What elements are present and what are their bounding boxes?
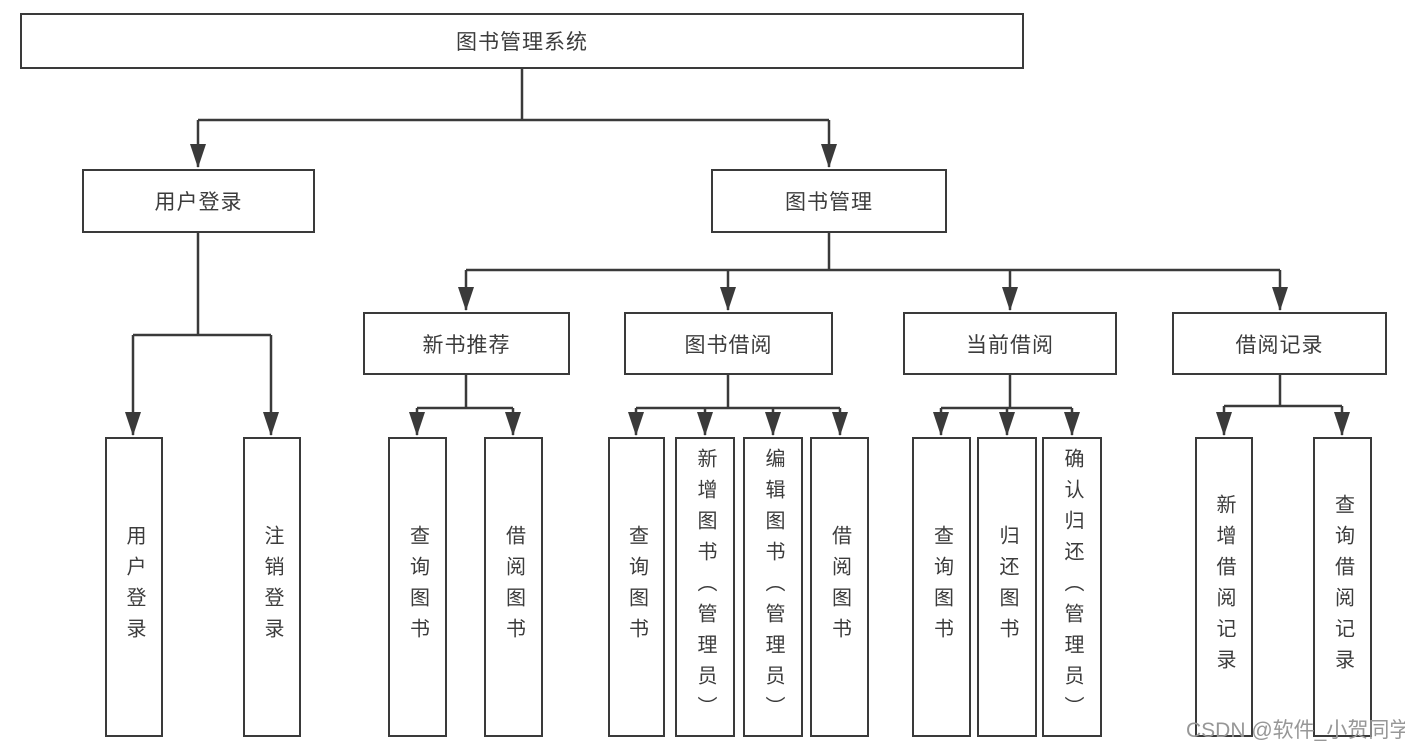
leaf-user-login: 用户登录	[105, 437, 163, 737]
node-root-library-management-system: 图书管理系统	[20, 13, 1024, 69]
node-current-borrow: 当前借阅	[903, 312, 1117, 375]
leaf-query-books-recommend: 查询图书	[388, 437, 447, 737]
node-borrow-records: 借阅记录	[1172, 312, 1387, 375]
leaf-return-books: 归还图书	[977, 437, 1037, 737]
node-user-login: 用户登录	[82, 169, 315, 233]
node-book-management: 图书管理	[711, 169, 947, 233]
leaf-logout: 注销登录	[243, 437, 301, 737]
node-book-borrow: 图书借阅	[624, 312, 833, 375]
leaf-query-books-borrow: 查询图书	[608, 437, 665, 737]
csdn-watermark: CSDN @软件_小贺同学	[1186, 719, 1405, 742]
leaf-add-books-admin: 新增图书（管理员）	[675, 437, 735, 737]
leaf-borrow-books: 借阅图书	[810, 437, 869, 737]
leaf-borrow-books-recommend: 借阅图书	[484, 437, 543, 737]
leaf-query-borrow-record: 查询借阅记录	[1313, 437, 1372, 737]
leaf-edit-books-admin: 编辑图书（管理员）	[743, 437, 803, 737]
node-new-book-recommend: 新书推荐	[363, 312, 570, 375]
leaf-add-borrow-record: 新增借阅记录	[1195, 437, 1253, 737]
leaf-query-books-current: 查询图书	[912, 437, 971, 737]
leaf-confirm-return-admin: 确认归还（管理员）	[1042, 437, 1102, 737]
